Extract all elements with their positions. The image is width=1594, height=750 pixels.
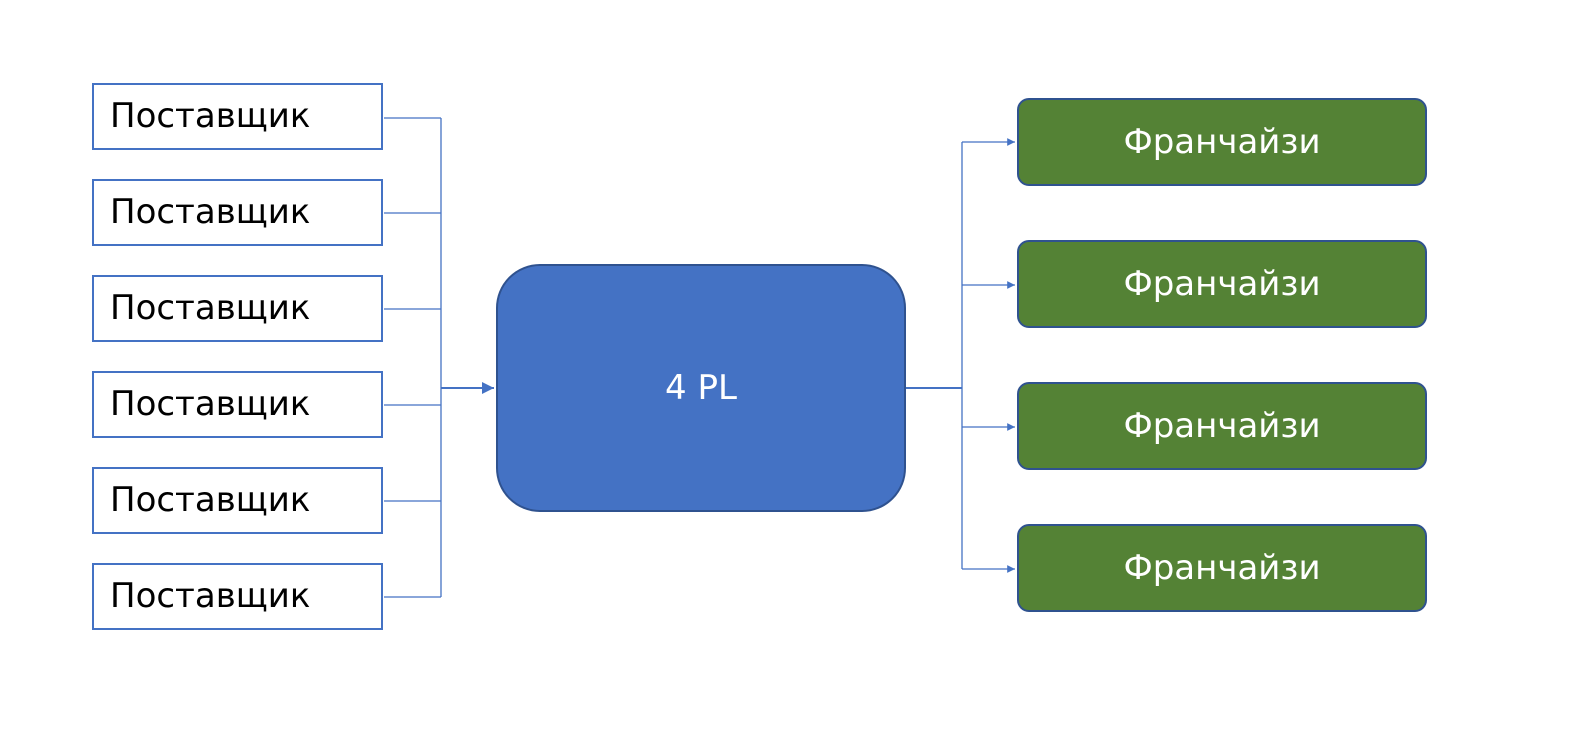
supplier-box: Поставщик [92, 563, 383, 630]
franchisee-label: Франчайзи [1123, 406, 1321, 446]
supplier-box: Поставщик [92, 371, 383, 438]
4pl-label: 4 PL [665, 368, 737, 408]
supplier-box: Поставщик [92, 83, 383, 150]
supplier-box: Поставщик [92, 275, 383, 342]
supplier-box: Поставщик [92, 179, 383, 246]
franchisee-label: Франчайзи [1123, 264, 1321, 304]
supplier-label: Поставщик [110, 576, 311, 616]
supplier-box: Поставщик [92, 467, 383, 534]
supplier-label: Поставщик [110, 480, 311, 520]
franchisee-box: Франчайзи [1017, 382, 1427, 470]
franchisee-box: Франчайзи [1017, 240, 1427, 328]
supplier-label: Поставщик [110, 288, 311, 328]
supplier-label: Поставщик [110, 192, 311, 232]
franchisee-box: Франчайзи [1017, 524, 1427, 612]
4pl-node: 4 PL [496, 264, 906, 512]
supplier-label: Поставщик [110, 384, 311, 424]
franchisee-label: Франчайзи [1123, 122, 1321, 162]
supplier-label: Поставщик [110, 96, 311, 136]
franchisee-box: Франчайзи [1017, 98, 1427, 186]
franchisee-label: Франчайзи [1123, 548, 1321, 588]
